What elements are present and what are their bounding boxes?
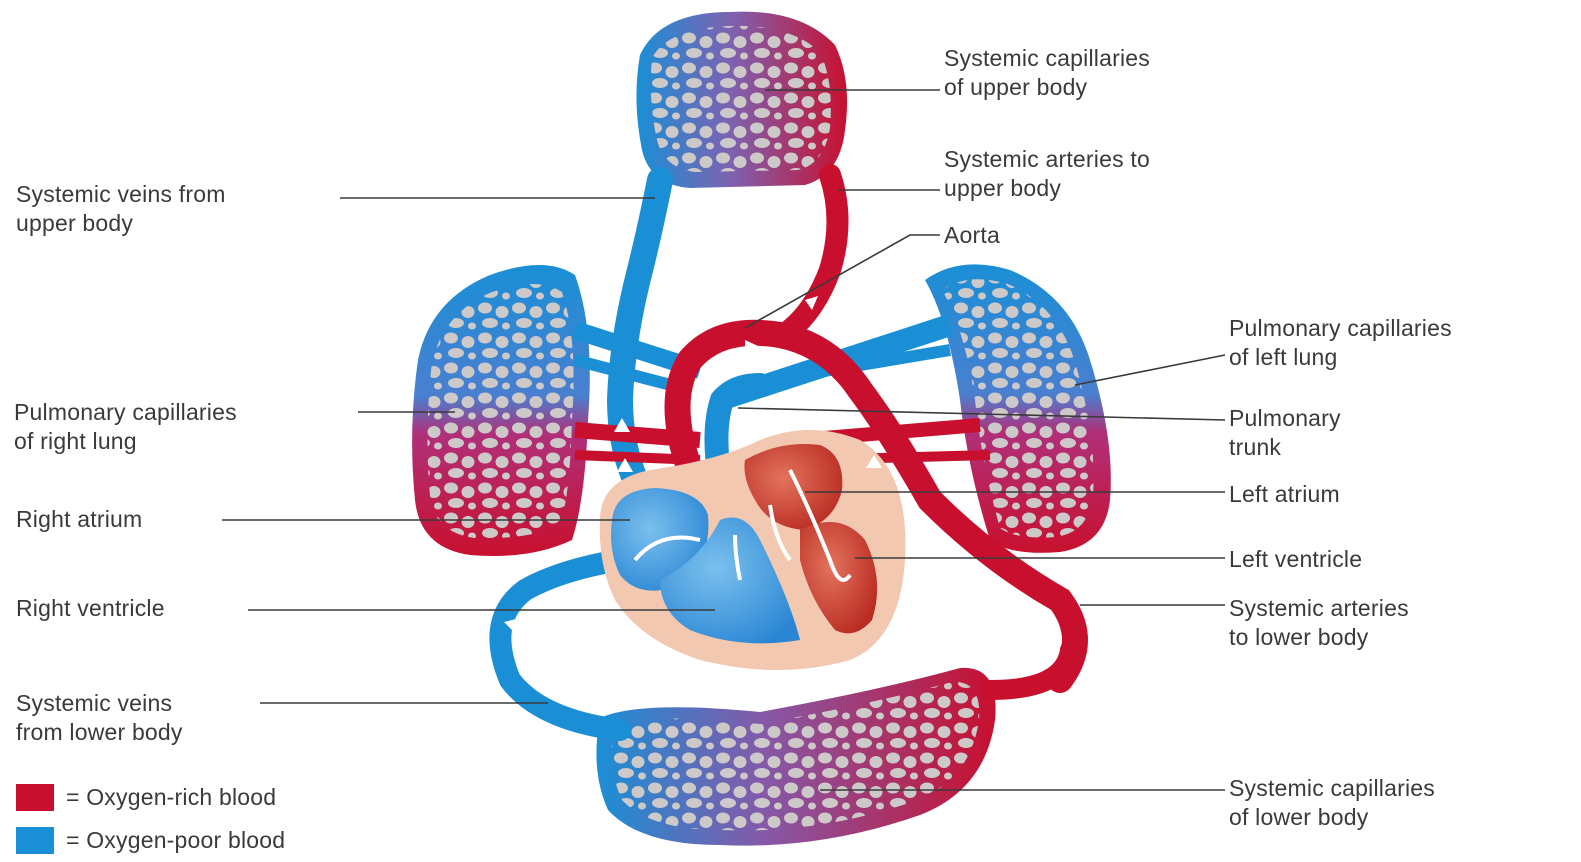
label-aorta: Aorta: [944, 221, 1000, 250]
legend-oxygen-rich: = Oxygen-rich blood: [16, 783, 276, 812]
legend-oxygen-poor-label: = Oxygen-poor blood: [66, 826, 285, 855]
lower-capillary-bed: [596, 668, 995, 846]
lower-body-artery: [990, 650, 1070, 690]
legend-oxygen-poor: = Oxygen-poor blood: [16, 826, 285, 855]
label-pulmonary-capillaries-right: Pulmonary capillaries of right lung: [14, 398, 237, 456]
legend-oxygen-rich-label: = Oxygen-rich blood: [66, 783, 276, 812]
label-systemic-veins-upper: Systemic veins from upper body: [16, 180, 226, 238]
oxygen-poor-swatch: [16, 827, 54, 854]
oxygen-rich-swatch: [16, 784, 54, 811]
lower-body-vein: [500, 560, 620, 730]
label-right-ventricle: Right ventricle: [16, 594, 165, 623]
heart: [600, 430, 906, 670]
right-lung: [412, 265, 590, 556]
label-systemic-veins-lower: Systemic veins from lower body: [16, 689, 183, 747]
label-right-atrium: Right atrium: [16, 505, 142, 534]
label-systemic-arteries-upper: Systemic arteries to upper body: [944, 145, 1150, 203]
upper-capillary-bed: [636, 12, 847, 188]
label-pulmonary-capillaries-left: Pulmonary capillaries of left lung: [1229, 314, 1452, 372]
label-left-atrium: Left atrium: [1229, 480, 1340, 509]
label-systemic-capillaries-upper: Systemic capillaries of upper body: [944, 44, 1150, 102]
label-systemic-arteries-lower: Systemic arteries to lower body: [1229, 594, 1409, 652]
label-left-ventricle: Left ventricle: [1229, 545, 1362, 574]
label-pulmonary-trunk: Pulmonary trunk: [1229, 404, 1341, 462]
upper-body-artery: [790, 175, 838, 330]
label-systemic-capillaries-lower: Systemic capillaries of lower body: [1229, 774, 1435, 832]
